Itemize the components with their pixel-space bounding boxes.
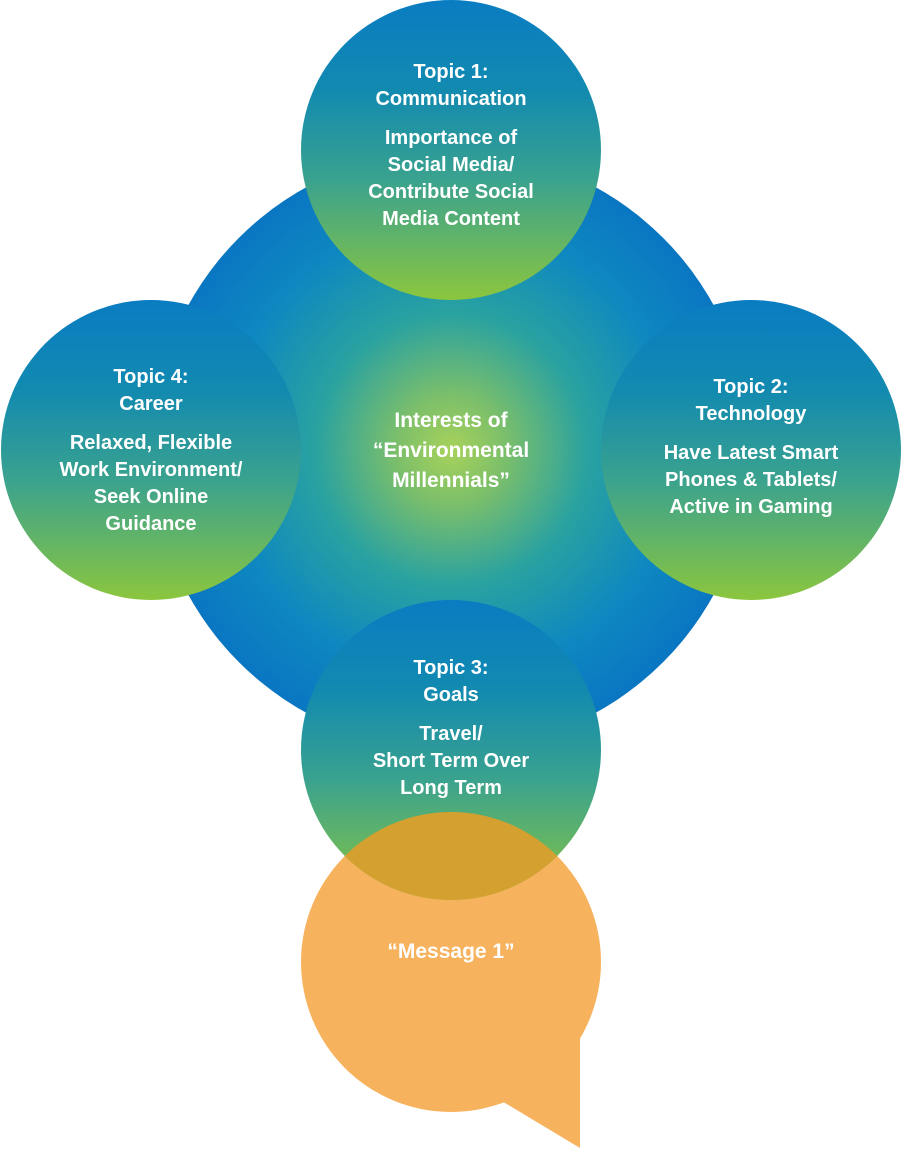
topic-3-body-line-2: Short Term Over [372, 750, 530, 772]
topic-3-body-line-3: Long Term [400, 777, 502, 799]
center-label-line-2: “Environmental [372, 439, 530, 462]
topic-1-body-line-1: Importance of [384, 127, 518, 149]
topic-1-body-line-3: Contribute Social [368, 181, 534, 203]
topic-2-title: Topic 2: [713, 376, 789, 398]
topic-4-body-line-1: Relaxed, Flexible [69, 432, 233, 454]
topic-2-label: Topic 2: Technology Have Latest Smart Ph… [626, 374, 876, 521]
center-label: Interests of “Environmental Millennials” [331, 406, 571, 496]
center-label-line-3: Millennials” [392, 469, 510, 492]
topic-4-title: Topic 4: [113, 366, 189, 388]
message-bubble [301, 812, 601, 1148]
topic-2-circle [601, 300, 901, 600]
topic-2-body-line-2: Phones & Tablets/ [665, 469, 837, 491]
center-label-line-1: Interests of [394, 409, 508, 432]
topic-1-label: Topic 1: Communication Importance of Soc… [331, 59, 571, 233]
topic-2-body-line-3: Active in Gaming [669, 496, 833, 518]
topic-4-label: Topic 4: Career Relaxed, Flexible Work E… [26, 364, 276, 538]
topic-3-title: Topic 3: [413, 657, 489, 679]
topic-1-subtitle: Communication [375, 88, 527, 110]
topic-1-body-line-4: Media Content [382, 208, 520, 230]
topic-1-body-line-2: Social Media/ [387, 154, 515, 176]
topic-1-circle [301, 0, 601, 300]
topic-4-body-line-2: Work Environment/ [59, 459, 243, 481]
topic-2-subtitle: Technology [695, 403, 807, 425]
topic-3-circle [301, 600, 601, 900]
message-label: “Message 1” [331, 938, 571, 966]
topic-4-body-line-3: Seek Online [93, 486, 209, 508]
topic-3-subtitle: Goals [423, 684, 479, 706]
message-text: “Message 1” [387, 940, 515, 963]
topic-3-body-line-1: Travel/ [419, 723, 483, 745]
topic-4-subtitle: Career [119, 393, 183, 415]
topic-1-title: Topic 1: [413, 61, 489, 83]
message-bubble-body [301, 812, 601, 1112]
topic-4-body-line-4: Guidance [105, 513, 197, 535]
topic-3-label: Topic 3: Goals Travel/ Short Term Over L… [331, 655, 571, 802]
topic-4-circle [1, 300, 301, 600]
topic-2-body-line-1: Have Latest Smart [663, 442, 839, 464]
center-circle [151, 150, 751, 750]
